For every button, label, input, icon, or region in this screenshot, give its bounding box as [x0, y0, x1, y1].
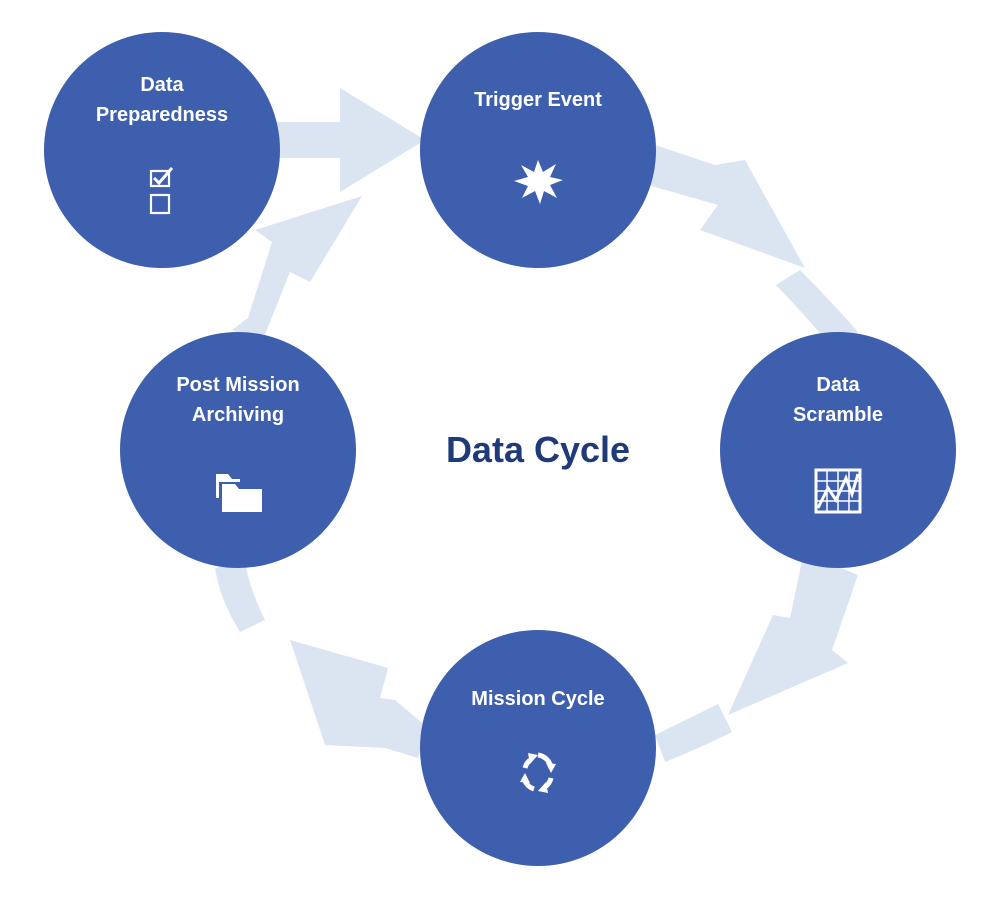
- cycle-icon: [520, 752, 556, 793]
- node-label-line-1: Data: [816, 374, 860, 396]
- arrow-scramble-to-mission: [728, 556, 858, 715]
- node-label-line-2: Preparedness: [96, 104, 228, 126]
- arrow-arc-bottom-right: [655, 704, 732, 762]
- node-label-line-1: Mission Cycle: [471, 688, 604, 710]
- node-data-preparedness: Data Preparedness: [44, 32, 280, 268]
- checklist-icon: [149, 167, 174, 215]
- chart-icon: [814, 468, 862, 514]
- arrow-arc-right: [776, 270, 858, 345]
- folders-icon: [216, 474, 262, 512]
- node-label-line-1: Post Mission: [176, 374, 299, 396]
- node-label-line-2: Archiving: [192, 404, 284, 426]
- node-circle: [720, 332, 956, 568]
- node-trigger-event: Trigger Event: [420, 32, 656, 268]
- node-label-line-1: Trigger Event: [474, 89, 602, 111]
- node-circle: [44, 32, 280, 268]
- node-circle: [420, 32, 656, 268]
- center-title: Data Cycle: [446, 429, 630, 470]
- arrow-mission-to-archiving: [290, 640, 428, 758]
- node-data-scramble: Data Scramble: [720, 332, 956, 568]
- node-mission-cycle: Mission Cycle: [420, 630, 656, 866]
- node-circle: [120, 332, 356, 568]
- arrow-trigger-to-scramble: [648, 145, 805, 268]
- node-post-mission-archiving: Post Mission Archiving: [120, 332, 356, 568]
- arrow-arc-left: [215, 562, 265, 632]
- arrow-preparedness-to-trigger: [270, 88, 425, 192]
- node-label-line-2: Scramble: [793, 404, 883, 426]
- node-circle: [420, 630, 656, 866]
- arrow-archiving-to-trigger: [232, 196, 362, 342]
- cycle-arrows: [215, 88, 858, 762]
- node-label-line-1: Data: [140, 74, 184, 96]
- burst-icon: [514, 160, 563, 204]
